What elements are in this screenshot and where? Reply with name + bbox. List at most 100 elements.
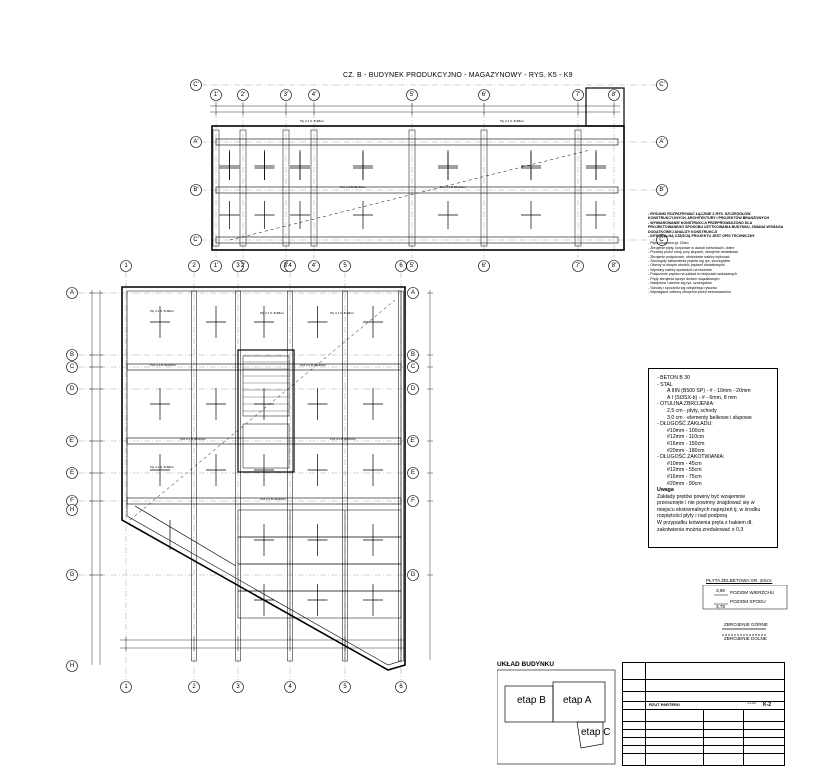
axis-bubble	[190, 136, 202, 148]
note-item: - Połączenie prętów na zakład w miejscac…	[648, 272, 738, 277]
lower-beam	[126, 363, 402, 371]
axis-label: A'	[193, 138, 199, 145]
axis-bubble	[190, 234, 202, 246]
axis-bubble	[407, 495, 419, 507]
spec-stal: - STAL	[657, 381, 673, 388]
upper-column-line	[282, 129, 290, 247]
axis-label: 7'	[575, 91, 581, 98]
slab-legend: PŁYTA ŻELBETOWA GR. 20cm: 3,98 POZIOM WI…	[702, 578, 788, 641]
axis-label: 1	[124, 683, 128, 690]
sheet-title: RZUT PARTERU	[649, 702, 680, 707]
sheet-number: K-2	[763, 702, 772, 708]
axis-label: 2	[192, 683, 196, 690]
legend-rein-bottom: ZBROJENIE DOLNE	[724, 636, 767, 641]
axis-bubble	[608, 89, 620, 101]
axis-bubble	[656, 79, 668, 91]
material-spec-box: - BETON B 30 - STAL A IIIN (B500 SP) - #…	[648, 368, 778, 548]
spec-zakotwienie: - DŁUGOŚĆ ZAKOTWIANIA:	[657, 454, 725, 461]
note-head-2: - WYMIAROWANIE KONSTRUKCJI PRZEPROWADZON…	[648, 220, 784, 234]
axis-label: 8'	[611, 262, 617, 269]
axis-label: C'	[193, 81, 199, 88]
axis-label: 7'	[575, 262, 581, 269]
axis-bubble	[407, 287, 419, 299]
axis-label: B	[410, 351, 415, 358]
note-item: - Wymagane odbiory zbrojenia przed beton…	[648, 289, 732, 294]
axis-label: E	[69, 469, 74, 476]
axis-label: 1'	[213, 262, 219, 269]
beam-tag: Poz.4.1.B 30x40cm	[260, 497, 287, 501]
shaft	[242, 423, 290, 469]
slab-tag: Pły 3.1 S. 8x68cm	[300, 119, 325, 123]
uklad-etap-b: etap B	[517, 695, 546, 706]
axis-bubble	[66, 349, 78, 361]
axis-bubble	[339, 681, 351, 693]
lower-cell	[237, 590, 402, 619]
legend-rein-top: ZBROJENIE GÓRNE	[724, 622, 768, 627]
lower-inner-wall	[126, 290, 402, 666]
stair-core	[237, 349, 295, 473]
axis-label: 4'	[311, 262, 317, 269]
axis-label: 2'	[240, 262, 246, 269]
upper-beam	[215, 236, 619, 244]
axis-bubble	[237, 89, 249, 101]
upper-column-line	[239, 129, 247, 247]
axis-label: 4	[288, 683, 292, 690]
axis-bubble	[339, 260, 351, 272]
axis-label: 6	[399, 683, 403, 690]
lower-column-line	[287, 290, 293, 662]
spec-zak-item: #10mm - 45cm	[667, 460, 702, 467]
spec-uwaga-line: miejscu ekstremalnych naprężeń tj. w śro…	[657, 506, 761, 513]
axis-label: 6'	[481, 91, 487, 98]
axis-bubble	[120, 681, 132, 693]
rebar	[134, 505, 237, 567]
axis-label: E'	[69, 437, 75, 444]
axis-label: H	[69, 662, 75, 669]
axis-bubble	[66, 383, 78, 395]
spec-zaklad-item: #20mm - 180cm	[667, 447, 705, 454]
lower-column-line	[235, 290, 241, 662]
lower-beam	[126, 497, 402, 505]
axis-bubble	[407, 361, 419, 373]
spec-stal-1: A IIIN (B500 SP) - # - 10mm - 20mm	[667, 388, 751, 395]
upper-column-line	[480, 129, 488, 247]
note-item: - Szczegóły zakotwienia prętów wg rys. s…	[648, 259, 731, 264]
slab-tag: Pły 3.1 S. 8x68cm	[150, 465, 175, 469]
lower-column-line	[342, 290, 348, 662]
axis-bubble	[232, 260, 244, 272]
note-item: - Wymiary należy sprawdzić na budowie	[648, 267, 712, 272]
axis-label: C	[410, 363, 416, 370]
spec-otulina: - OTULINA ZBROJENIA:	[657, 401, 715, 408]
axis-label: 6'	[481, 262, 487, 269]
spec-stal-2: A I (St3SX-b) - # - 6mm, 8 mm	[667, 394, 737, 401]
axis-label: 4	[288, 262, 292, 269]
uklad-graphics	[497, 669, 616, 765]
note-item: - Płyta stropowa gr. 20cm	[648, 241, 689, 246]
axis-label: C	[69, 363, 75, 370]
legend-bottom-level: POZIOM SPODU	[730, 599, 766, 604]
axis-label: A	[410, 289, 415, 296]
axis-bubble	[572, 260, 584, 272]
beam-tag: Poz.4.1.B 30x40cm	[180, 437, 207, 441]
diagonal-marker	[129, 299, 396, 521]
axis-label: 2'	[240, 91, 246, 98]
axis-bubble	[66, 361, 78, 373]
axis-label: D	[410, 385, 416, 392]
axis-bubble	[407, 383, 419, 395]
beam-tag: Poz.4.1.B 30x40cm	[300, 363, 327, 367]
axis-label: C'	[659, 236, 665, 243]
axis-label: E	[410, 469, 415, 476]
axis-label: F	[411, 497, 415, 504]
axis-label: E'	[410, 437, 416, 444]
spec-otulina-2: 3,0 cm - elementy belkowe i słupowe	[667, 414, 752, 421]
axis-label: 4'	[311, 91, 317, 98]
beam-tag: Poz.4.1.B 30x40cm	[440, 185, 467, 189]
axis-label: A	[69, 289, 74, 296]
axis-label: H	[69, 506, 75, 513]
axis-label: 5'	[409, 91, 415, 98]
axis-bubble	[280, 89, 292, 101]
axis-bubble	[656, 184, 668, 196]
note-item: - Nadproża i wieńce wg rys. szczegółów	[648, 281, 712, 286]
slab-tag: Pły 3.1 S. 8x68cm	[260, 311, 285, 315]
axis-bubble	[188, 260, 200, 272]
